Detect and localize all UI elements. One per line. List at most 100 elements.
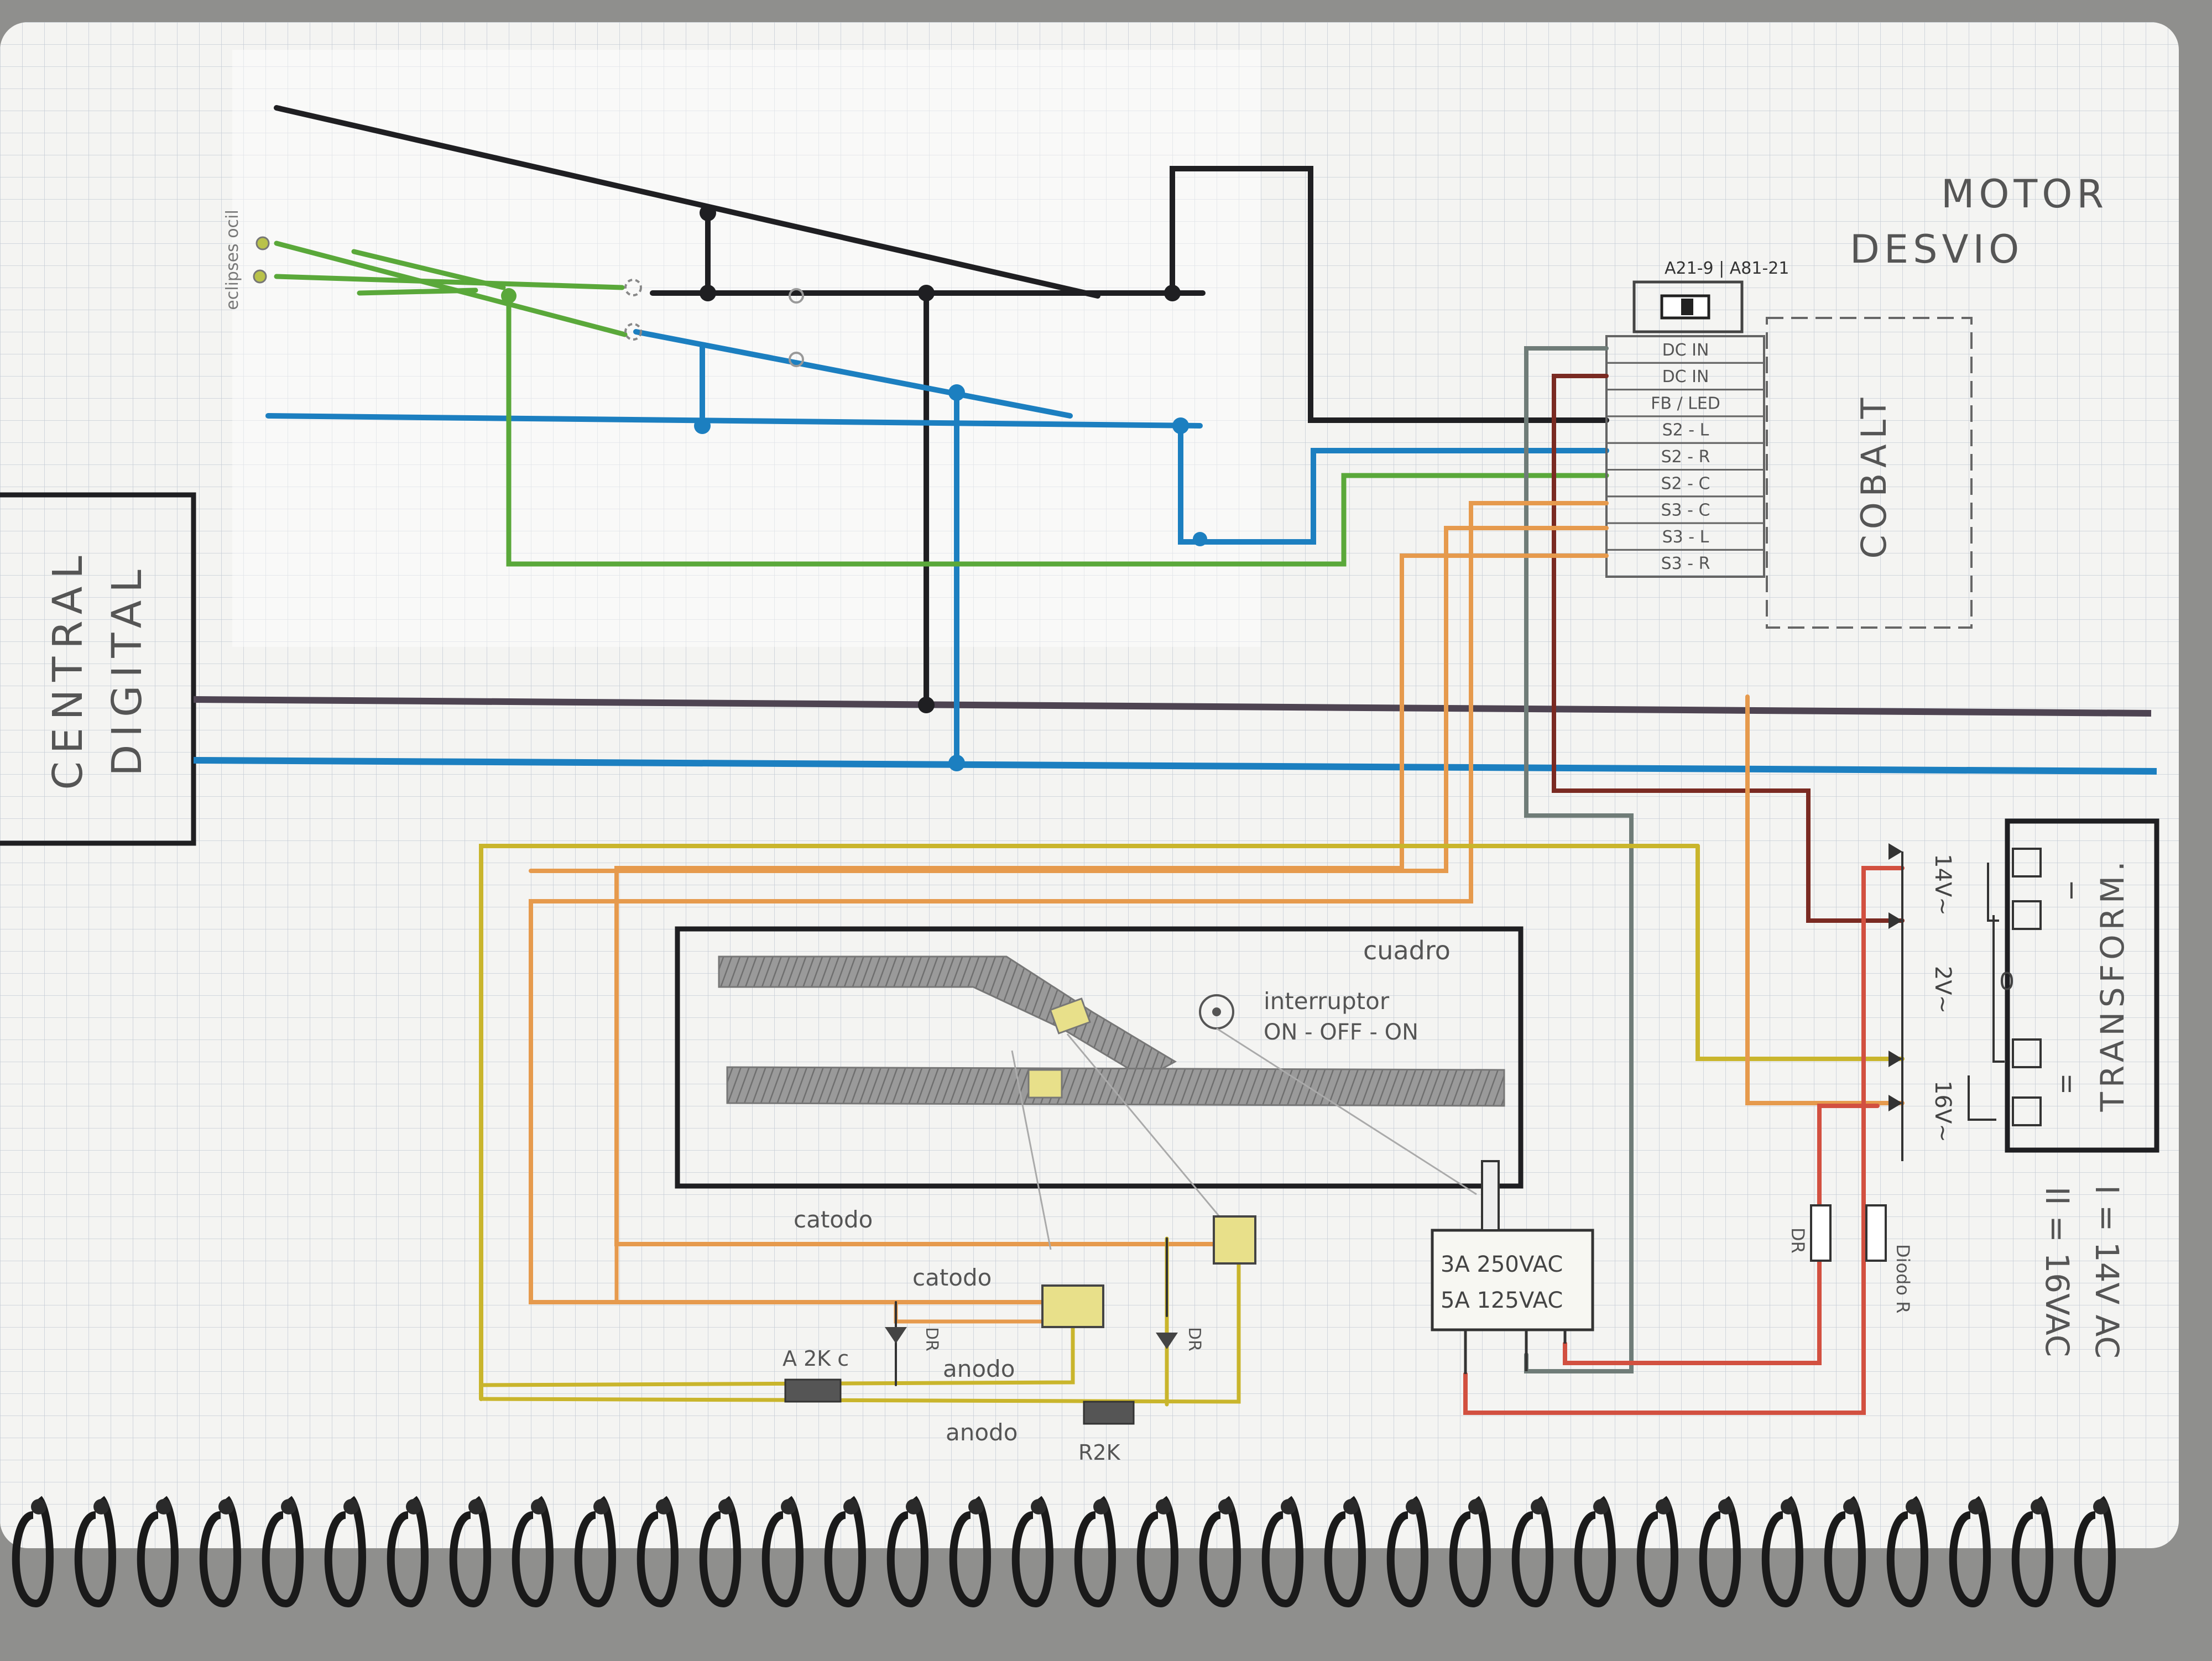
binding-ring <box>2011 1496 2053 1608</box>
binding-ring <box>1511 1496 1553 1608</box>
binding-hole <box>1906 1499 1921 1514</box>
catodo-label-2: catodo <box>912 1264 992 1291</box>
panel-frame <box>675 926 1524 1189</box>
terminal-row <box>1605 549 1765 578</box>
toggle-lever <box>1481 1160 1500 1231</box>
terminal-label: S2 - R <box>1661 447 1710 467</box>
spiral-binding <box>12 1496 2116 1608</box>
binding-hole <box>1031 1499 1046 1514</box>
main-bus <box>193 696 2157 775</box>
desvio-title: DESVIO <box>1850 227 2023 272</box>
binding-ring <box>449 1496 491 1608</box>
voltage-16: 16V~ <box>1930 1080 1955 1142</box>
diode-label-2: DR <box>1185 1327 1204 1351</box>
led-connector-2 <box>1213 1215 1256 1265</box>
panel-track-main <box>726 1066 1505 1107</box>
binding-ring <box>137 1496 179 1608</box>
binding-hole <box>1656 1499 1671 1514</box>
diode-label-3: DR <box>1787 1228 1808 1253</box>
legend-line-2: II = 16VAC <box>2038 1187 2076 1357</box>
track-green <box>274 241 1609 567</box>
resistor-label-2: R2K <box>1078 1440 1121 1465</box>
cobalt-body <box>1766 317 1973 629</box>
binding-ring <box>1261 1496 1303 1608</box>
motor-module: MOTOR DESVIO A21-9 | A81-21 COBALT DC IN… <box>1605 171 2104 629</box>
legend-line-1: I = 14V AC <box>2088 1185 2126 1359</box>
zero-label: 0 <box>1999 968 2015 996</box>
binding-ring <box>262 1496 304 1608</box>
binding-hole <box>343 1499 359 1514</box>
terminal-label: S2 - C <box>1661 474 1710 493</box>
binding-ring <box>1386 1496 1428 1608</box>
binding-ring <box>1449 1496 1491 1608</box>
track-black-nodes <box>700 205 1181 713</box>
track-blue <box>265 329 1609 766</box>
resistor-2 <box>1083 1401 1135 1425</box>
binding-hole <box>593 1499 609 1514</box>
wire-red <box>1463 866 1905 1415</box>
binding-ring <box>1699 1496 1741 1608</box>
cobalt-label: COBALT <box>1854 393 1894 559</box>
terminal-label: FB / LED <box>1651 394 1720 413</box>
binding-ring <box>699 1496 741 1608</box>
led-connector-1 <box>1041 1284 1104 1328</box>
panel: cuadro interruptor ON - OFF - ON <box>675 926 1524 1250</box>
binding-ring <box>574 1496 616 1608</box>
eclipse-markers: eclipses ocil <box>223 210 804 367</box>
binding-ring <box>1324 1496 1366 1608</box>
binding-ring <box>1824 1496 1866 1608</box>
binding-ring <box>1136 1496 1178 1608</box>
binding-ring <box>2074 1496 2116 1608</box>
binding-hole <box>968 1499 984 1514</box>
transformer-label: TRANSFORM. <box>2094 856 2131 1112</box>
binding-hole <box>1343 1499 1359 1514</box>
binding-hole <box>1093 1499 1109 1514</box>
binding-ring <box>1761 1496 1803 1608</box>
binding-hole <box>531 1499 546 1514</box>
transformer: TRANSFORM. I II 0 14V~ 2V~ 16V~ <box>1888 818 2159 1161</box>
diode-2 <box>1156 1333 1178 1349</box>
terminal-label: S3 - C <box>1661 501 1710 520</box>
binding-hole <box>1281 1499 1296 1514</box>
binding-ring <box>1574 1496 1616 1608</box>
binding-hole <box>468 1499 484 1514</box>
toggle-switch-body <box>1431 1229 1594 1331</box>
binding-ring <box>1199 1496 1241 1608</box>
legend: I = 14V AC II = 16VAC <box>2038 1185 2126 1359</box>
binding-hole <box>1218 1499 1234 1514</box>
bus-black-line <box>193 696 2152 717</box>
motor-switch-housing <box>1632 280 1744 333</box>
binding-hole <box>93 1499 109 1514</box>
toggle-rating-1: 3A 250VAC <box>1441 1252 1563 1277</box>
voltage-14: 14V~ <box>1930 854 1955 916</box>
central-digital-box: CENTRAL DIGITAL <box>0 492 196 846</box>
binding-hole <box>1406 1499 1421 1514</box>
wire-orange-2 <box>529 526 1609 873</box>
terminal-label: S2 - L <box>1662 421 1709 440</box>
digital-label: DIGITAL <box>103 562 151 776</box>
wire-yellow-top <box>479 844 1700 1401</box>
binding-ring <box>949 1496 991 1608</box>
binding-ring <box>324 1496 366 1608</box>
resistor-1 <box>784 1378 842 1403</box>
binding-hole <box>31 1499 46 1514</box>
binding-ring <box>824 1496 866 1608</box>
diode-label-4: Diodo R <box>1892 1244 1913 1313</box>
central-label: CENTRAL <box>44 548 92 790</box>
wire-red-2 <box>1563 1104 1880 1365</box>
binding-hole <box>1468 1499 1484 1514</box>
binding-hole <box>1968 1499 1984 1514</box>
components: 3A 250VAC 5A 125VAC catodo catodo anodo … <box>782 1160 1913 1465</box>
diode-label-1: DR <box>922 1327 941 1351</box>
terminal-label: S3 - L <box>1662 527 1709 547</box>
wire-darkred <box>1552 374 1905 923</box>
diode-4 <box>1865 1204 1887 1262</box>
binding-hole <box>1156 1499 1171 1514</box>
resistor-label-1: A 2K c <box>782 1346 849 1371</box>
binding-hole <box>1843 1499 1859 1514</box>
motor-model: A21-9 | A81-21 <box>1665 259 1789 278</box>
binding-hole <box>281 1499 296 1514</box>
voltage-2: 2V~ <box>1930 966 1955 1014</box>
